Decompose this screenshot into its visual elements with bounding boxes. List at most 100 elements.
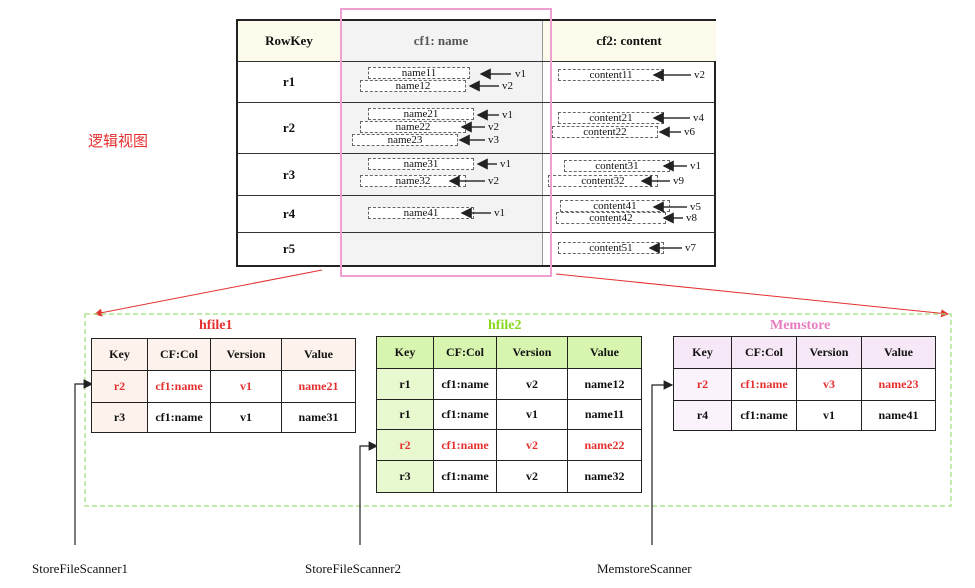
cell: v1 (210, 402, 282, 433)
col-version-header: Version (796, 336, 862, 369)
rowkey-r2: r2 (282, 120, 296, 135)
version-label: v3 (488, 134, 499, 146)
cell: cf1:name (147, 370, 211, 403)
cell: r2 (91, 370, 148, 403)
header-cf2: cf2: content (596, 33, 662, 48)
col-key-header: Key (673, 336, 732, 369)
cell: v2 (496, 429, 568, 461)
cell: v1 (796, 400, 862, 431)
rowkey-r1: r1 (282, 74, 296, 89)
hfile1-table: Key CF:Col Version Value r2 cf1:name v1 … (91, 338, 356, 433)
header-cf1: cf1: name (413, 33, 469, 48)
table-row: r1 cf1:name v2 name12 (376, 368, 642, 400)
table-row: r4 cf1:name v1 name41 (673, 400, 936, 431)
cell: name32 (567, 460, 642, 493)
hfile2-table: Key CF:Col Version Value r1 cf1:name v2 … (376, 336, 642, 493)
cf1-highlight (340, 8, 552, 277)
header-rowkey: RowKey (265, 33, 313, 48)
storefilescanner1-label: StoreFileScanner1 (32, 561, 129, 576)
memstore-table: Key CF:Col Version Value r2 cf1:name v3 … (673, 336, 936, 431)
version-label: v1 (502, 109, 513, 121)
cell-name22: name22 (360, 121, 466, 133)
cell: cf1:name (433, 399, 497, 430)
cell-name11: name11 (368, 67, 470, 79)
cell: cf1:name (433, 429, 497, 461)
col-cfcol-header: CF:Col (147, 338, 211, 371)
rowkey-r3: r3 (282, 166, 296, 182)
table-row: r2 cf1:name v2 name22 (376, 429, 642, 461)
cell: cf1:name (433, 368, 497, 400)
version-label: v1 (494, 207, 505, 219)
cell-content31: content31 (564, 160, 670, 172)
memstorescanner-label: MemstoreScanner (597, 561, 692, 576)
table-row: r3 cf1:name v1 name31 (91, 402, 356, 433)
storage-frame (84, 313, 952, 507)
col-value-header: Value (567, 336, 642, 369)
cell: cf1:name (147, 402, 211, 433)
cell: r4 (673, 400, 732, 431)
hfile2-title: hfile2 (488, 318, 522, 333)
col-value-header: Value (281, 338, 356, 371)
scanner1-pointer (74, 379, 94, 545)
scanner3-pointer (651, 380, 674, 545)
memstore-title: Memstore (770, 318, 831, 333)
cell-content51: content51 (558, 242, 664, 254)
red-arrow-left (94, 269, 323, 317)
col-value-header: Value (861, 336, 936, 369)
cell: v2 (496, 460, 568, 493)
cell: v2 (496, 368, 568, 400)
col-version-header: Version (496, 336, 568, 369)
col-cfcol-header: CF:Col (433, 336, 497, 369)
version-label: v1 (500, 158, 511, 170)
table-row: r2 cf1:name v3 name23 (673, 368, 936, 401)
storefilescanner2-label: StoreFileScanner2 (305, 561, 402, 576)
cell: v3 (796, 368, 862, 401)
version-label: v1 (515, 68, 526, 80)
cell: name21 (281, 370, 356, 403)
cell: name11 (567, 399, 642, 430)
cell-name23: name23 (352, 134, 458, 146)
cell: name41 (861, 400, 936, 431)
cell: r1 (376, 399, 434, 430)
version-label: v9 (673, 175, 684, 187)
version-label: v6 (684, 126, 695, 138)
cell-name12: name12 (360, 80, 466, 92)
cell: r2 (673, 368, 732, 401)
rowkey-r4: r4 (282, 206, 296, 221)
cell: cf1:name (731, 400, 797, 431)
table-row: r2 cf1:name v1 name21 (91, 370, 356, 403)
table-row: r1 cf1:name v1 name11 (376, 399, 642, 430)
version-label: v8 (686, 212, 697, 224)
col-key-header: Key (376, 336, 434, 369)
cell: name22 (567, 429, 642, 461)
version-label: v2 (488, 175, 499, 187)
cell-content32: content32 (548, 175, 658, 187)
cell: r1 (376, 368, 434, 400)
cell: r3 (91, 402, 148, 433)
cell: r3 (376, 460, 434, 493)
scanner2-pointer (359, 441, 379, 545)
cell: v1 (210, 370, 282, 403)
red-arrow-right (555, 273, 949, 318)
cell-content41: content41 (560, 200, 670, 212)
cell-name21: name21 (368, 108, 474, 120)
table-row: r3 cf1:name v2 name32 (376, 460, 642, 493)
cell: name12 (567, 368, 642, 400)
cell: name23 (861, 368, 936, 401)
cell: cf1:name (433, 460, 497, 493)
version-label: v5 (690, 201, 701, 213)
version-label: v1 (690, 160, 701, 172)
version-label: v2 (488, 121, 499, 133)
rowkey-r5: r5 (282, 241, 296, 256)
cell: name31 (281, 402, 356, 433)
hfile1-title: hfile1 (199, 318, 233, 333)
cell: r2 (376, 429, 434, 461)
version-label: v2 (694, 69, 705, 81)
cell-content22: content22 (552, 126, 658, 138)
logical-view-label: 逻辑视图 (88, 132, 149, 150)
col-version-header: Version (210, 338, 282, 371)
cell: cf1:name (731, 368, 797, 401)
col-key-header: Key (91, 338, 148, 371)
